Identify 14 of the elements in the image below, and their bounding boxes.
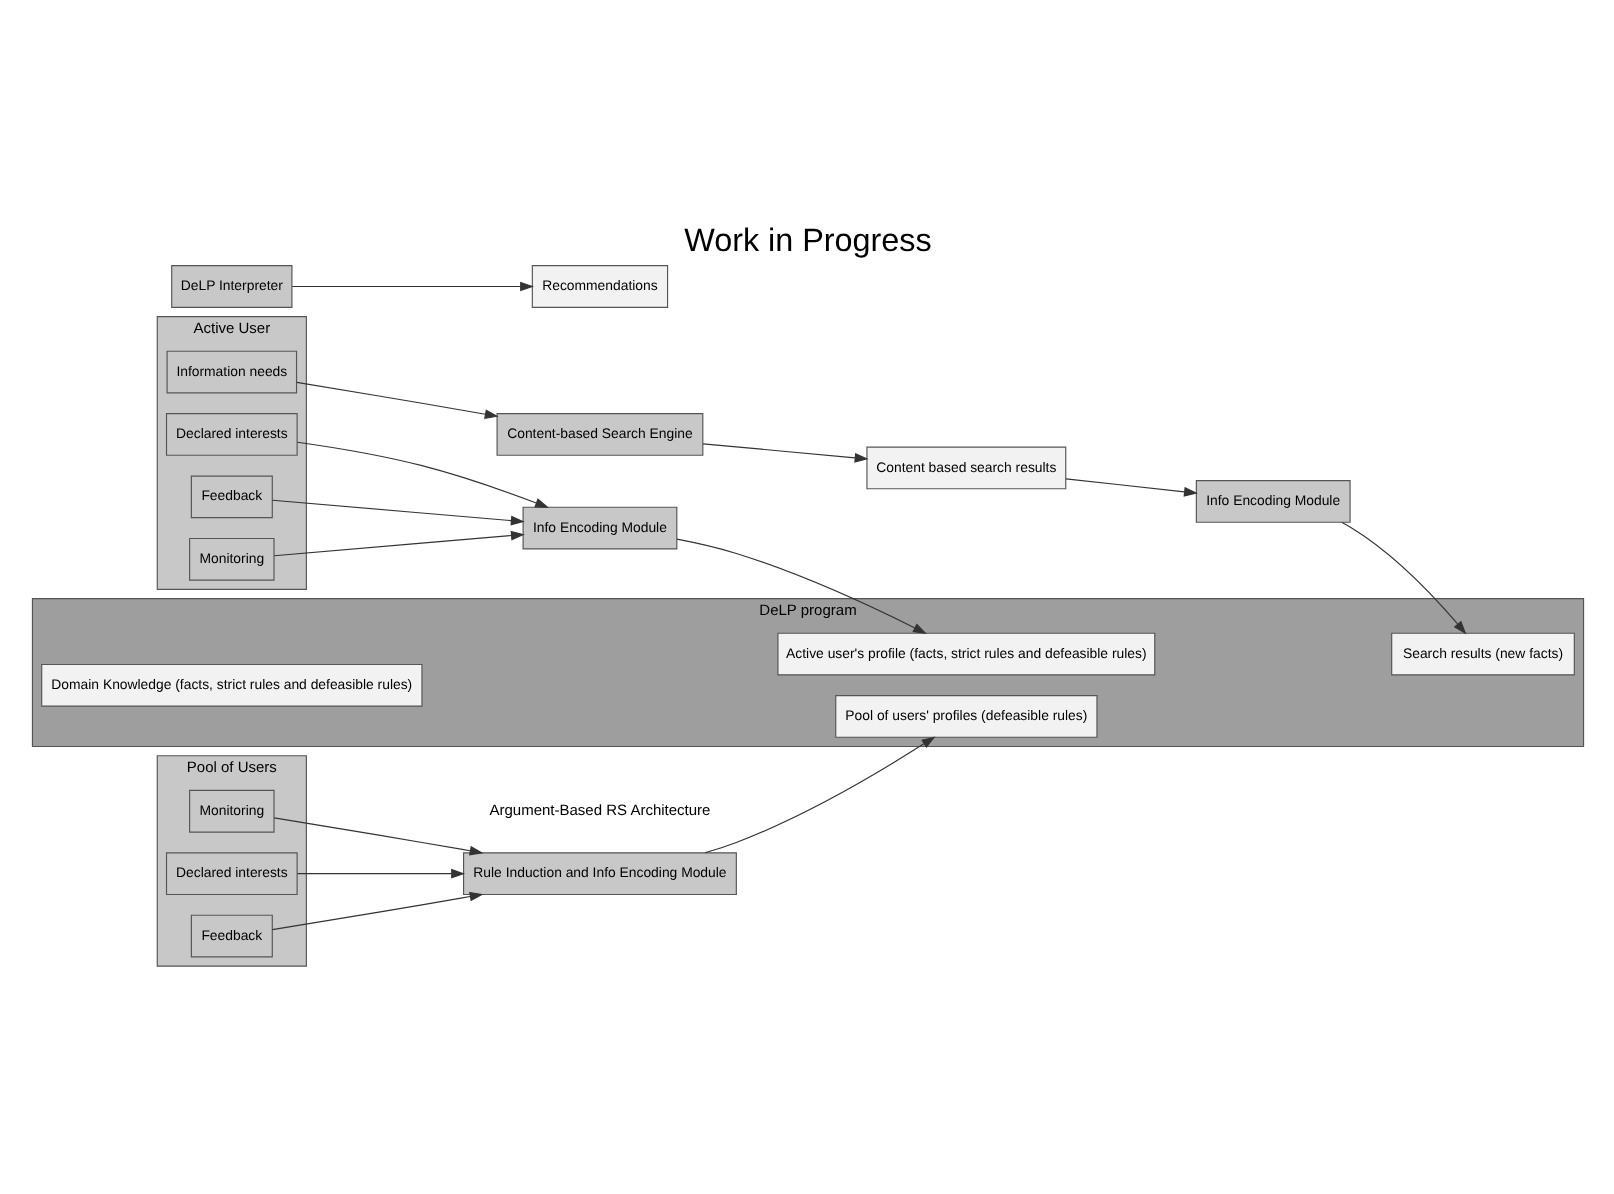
arrow	[1340, 520, 1466, 634]
diagram-title: Work in Progress	[683, 222, 931, 259]
arrow	[703, 735, 935, 853]
arrow	[295, 440, 548, 507]
arrow	[295, 380, 498, 418]
arrow	[1064, 477, 1197, 496]
arrow	[701, 442, 868, 462]
arrow	[270, 890, 483, 930]
arrow	[270, 498, 524, 525]
arrow	[272, 529, 524, 556]
arrow	[290, 280, 534, 291]
arrow	[272, 816, 483, 855]
arrow	[675, 537, 926, 633]
arrow	[295, 867, 465, 878]
